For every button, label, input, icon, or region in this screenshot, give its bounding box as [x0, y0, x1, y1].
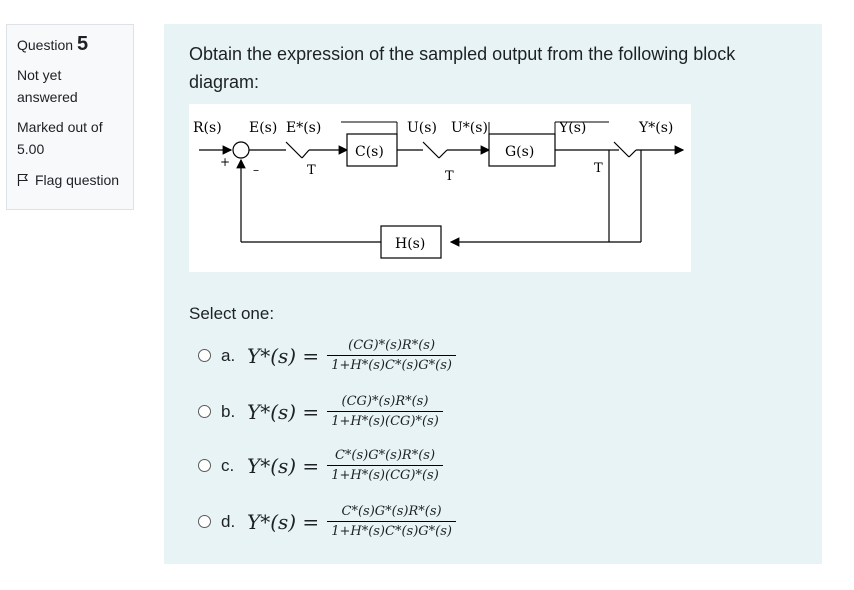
- option-b-radio[interactable]: [198, 405, 211, 418]
- option-d[interactable]: d. Y*(s) = C*(s)G*(s)R*(s) 1+H*(s)C*(s)G…: [198, 504, 456, 539]
- option-a[interactable]: a. Y*(s) = (CG)*(s)R*(s) 1+H*(s)C*(s)G*(…: [198, 338, 456, 373]
- option-c-denominator: 1+H*(s)(CG)*(s): [327, 465, 443, 483]
- sampler-3: [613, 141, 630, 158]
- option-c-letter: c.: [221, 455, 235, 475]
- option-a-letter: a.: [221, 345, 236, 365]
- question-status: Not yet answered: [17, 67, 78, 105]
- option-b-denominator: 1+H*(s)(CG)*(s): [327, 411, 443, 429]
- option-d-letter: d.: [221, 511, 236, 531]
- option-c-numerator: C*(s)G*(s)R*(s): [334, 448, 436, 463]
- sampler-1: [285, 141, 303, 159]
- option-a-lhs: Y*(s) =: [247, 343, 320, 368]
- option-b-letter: b.: [221, 401, 236, 421]
- question-content: Obtain the expression of the sampled out…: [164, 24, 822, 564]
- option-c-formula: Y*(s) = C*(s)G*(s)R*(s) 1+H*(s)(CG)*(s): [247, 448, 443, 483]
- option-c-radio[interactable]: [198, 459, 211, 472]
- option-a-radio[interactable]: [198, 349, 211, 362]
- minus-sign: –: [253, 163, 259, 177]
- question-label: Question: [17, 37, 74, 53]
- marked-value: 5.00: [17, 141, 45, 157]
- sampler-1-label: T: [307, 163, 316, 178]
- label-Y: Y(s): [558, 120, 586, 136]
- flag-icon: [17, 173, 29, 186]
- plus-sign: +: [220, 155, 230, 169]
- option-b-formula: Y*(s) = (CG)*(s)R*(s) 1+H*(s)(CG)*(s): [247, 394, 443, 429]
- option-b-numerator: (CG)*(s)R*(s): [341, 394, 429, 409]
- summing-junction: [232, 141, 250, 159]
- option-d-numerator: C*(s)G*(s)R*(s): [341, 504, 442, 519]
- option-a-numerator: (CG)*(s)R*(s): [348, 338, 436, 353]
- option-d-denominator: 1+H*(s)C*(s)G*(s): [327, 521, 456, 539]
- question-info-panel: Question 5 Not yet answered Marked out o…: [6, 24, 134, 210]
- block-G-label: G(s): [505, 144, 534, 160]
- option-c-lhs: Y*(s) =: [247, 453, 320, 478]
- sampler-2-label: T: [445, 169, 454, 184]
- question-number-value: 5: [76, 33, 89, 55]
- option-d-lhs: Y*(s) =: [247, 509, 320, 534]
- block-diagram: R(s) E(s) E*(s) U(s) U*(s) Y(s) Y*(s) + …: [189, 104, 691, 272]
- select-one-label: Select one:: [189, 304, 275, 323]
- option-c-fraction: C*(s)G*(s)R*(s) 1+H*(s)(CG)*(s): [327, 448, 443, 483]
- option-a-denominator: 1+H*(s)C*(s)G*(s): [327, 355, 456, 373]
- option-a-formula: Y*(s) = (CG)*(s)R*(s) 1+H*(s)C*(s)G*(s): [247, 338, 456, 373]
- option-c[interactable]: c. Y*(s) = C*(s)G*(s)R*(s) 1+H*(s)(CG)*(…: [198, 448, 443, 483]
- option-a-fraction: (CG)*(s)R*(s) 1+H*(s)C*(s)G*(s): [327, 338, 456, 373]
- option-d-fraction: C*(s)G*(s)R*(s) 1+H*(s)C*(s)G*(s): [327, 504, 456, 539]
- flag-question-link[interactable]: Flag question: [17, 172, 123, 188]
- flag-question-label: Flag question: [35, 172, 120, 188]
- block-C: [346, 133, 398, 167]
- block-diagram-svg: R(s) E(s) E*(s) U(s) U*(s) Y(s) Y*(s) + …: [193, 120, 685, 259]
- marked-label: Marked out of: [17, 119, 103, 135]
- option-b-lhs: Y*(s) =: [247, 399, 320, 424]
- label-R: R(s): [193, 120, 222, 136]
- question-text: Obtain the expression of the sampled out…: [189, 44, 736, 92]
- label-U: U(s): [407, 120, 437, 136]
- option-b-fraction: (CG)*(s)R*(s) 1+H*(s)(CG)*(s): [327, 394, 443, 429]
- block-C-label: C(s): [355, 144, 384, 160]
- label-E-star: E*(s): [286, 120, 321, 136]
- sampler-3-label: T: [594, 161, 603, 176]
- question-number: Question 5: [17, 33, 123, 56]
- sampler-2: [422, 141, 440, 159]
- block-H-label: H(s): [395, 236, 425, 252]
- label-U-star: U*(s): [451, 120, 488, 136]
- label-Y-star: Y*(s): [638, 120, 673, 136]
- option-b[interactable]: b. Y*(s) = (CG)*(s)R*(s) 1+H*(s)(CG)*(s): [198, 394, 443, 429]
- marked-out-of: Marked out of 5.00: [17, 116, 123, 160]
- option-d-radio[interactable]: [198, 515, 211, 528]
- option-d-formula: Y*(s) = C*(s)G*(s)R*(s) 1+H*(s)C*(s)G*(s…: [247, 504, 456, 539]
- label-E: E(s): [249, 120, 277, 136]
